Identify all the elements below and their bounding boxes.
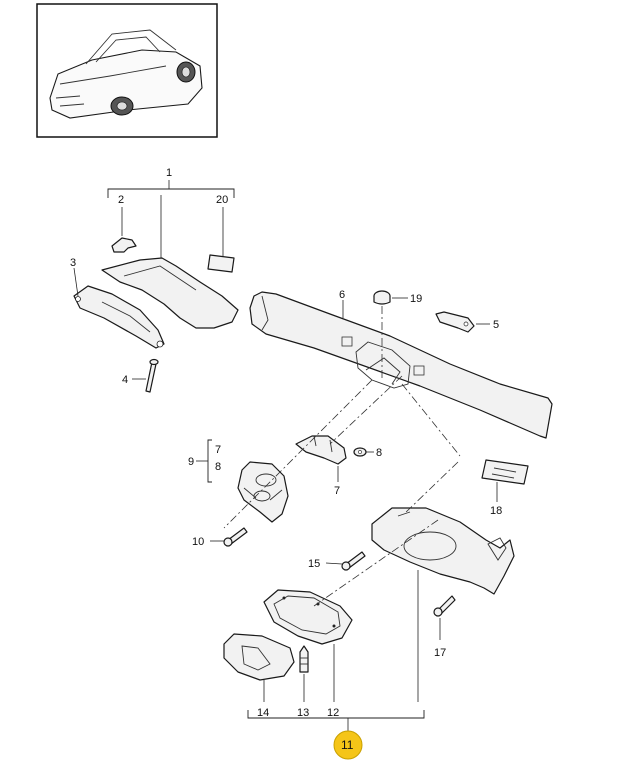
part-9-mount (237, 461, 289, 523)
callout-9[interactable]: 9 (188, 456, 194, 468)
highlight-circle-11[interactable] (333, 730, 363, 760)
part-2-clip (111, 207, 137, 253)
part-19-grommet (373, 290, 408, 305)
part-6-frame-bar (249, 291, 553, 439)
part-14-lens (223, 633, 295, 702)
callout-15[interactable]: 15 (308, 558, 320, 570)
callout-8-nut[interactable]: 8 (376, 447, 382, 459)
callout-3[interactable]: 3 (70, 257, 76, 269)
callout-17[interactable]: 17 (434, 647, 446, 659)
part-17-screw (433, 595, 456, 640)
callout-18[interactable]: 18 (490, 505, 502, 517)
callout-4[interactable]: 4 (122, 374, 128, 386)
callout-13[interactable]: 13 (297, 707, 309, 719)
callout-14[interactable]: 14 (257, 707, 269, 719)
callout-11[interactable]: 11 (341, 738, 354, 752)
part-4-screw (132, 358, 159, 393)
callout-5[interactable]: 5 (493, 319, 499, 331)
callout-8-upper[interactable]: 8 (215, 461, 221, 473)
part-10-screw (210, 527, 248, 547)
part-8-nut (353, 447, 374, 457)
callout-19[interactable]: 19 (410, 293, 422, 305)
part-5-hook (435, 311, 490, 333)
group-9-bracket (196, 439, 212, 483)
part-18-label (481, 459, 529, 502)
callout-20[interactable]: 20 (216, 194, 228, 206)
car-illustration (49, 29, 203, 119)
part-1-trim-panel (101, 257, 239, 329)
part-12-lamp-frame (263, 589, 353, 702)
group-1-bracket (107, 180, 235, 258)
part-7-bracket-plate (295, 435, 347, 482)
callout-2[interactable]: 2 (118, 194, 124, 206)
callout-12[interactable]: 12 (327, 707, 339, 719)
callout-1[interactable]: 1 (166, 167, 172, 179)
part-3-trim-strip (73, 267, 165, 349)
part-15-screw (325, 551, 366, 571)
part-11-housing (371, 507, 515, 595)
callout-7-upper[interactable]: 7 (215, 444, 221, 456)
callout-7-plate[interactable]: 7 (334, 485, 340, 497)
part-13-bulb (299, 645, 309, 702)
group-11-bracket (247, 710, 425, 732)
part-20-pad (207, 207, 235, 273)
callout-6[interactable]: 6 (339, 289, 345, 301)
car-thumbnail (36, 3, 218, 138)
callout-10[interactable]: 10 (192, 536, 204, 548)
assembly-lines (223, 306, 461, 702)
